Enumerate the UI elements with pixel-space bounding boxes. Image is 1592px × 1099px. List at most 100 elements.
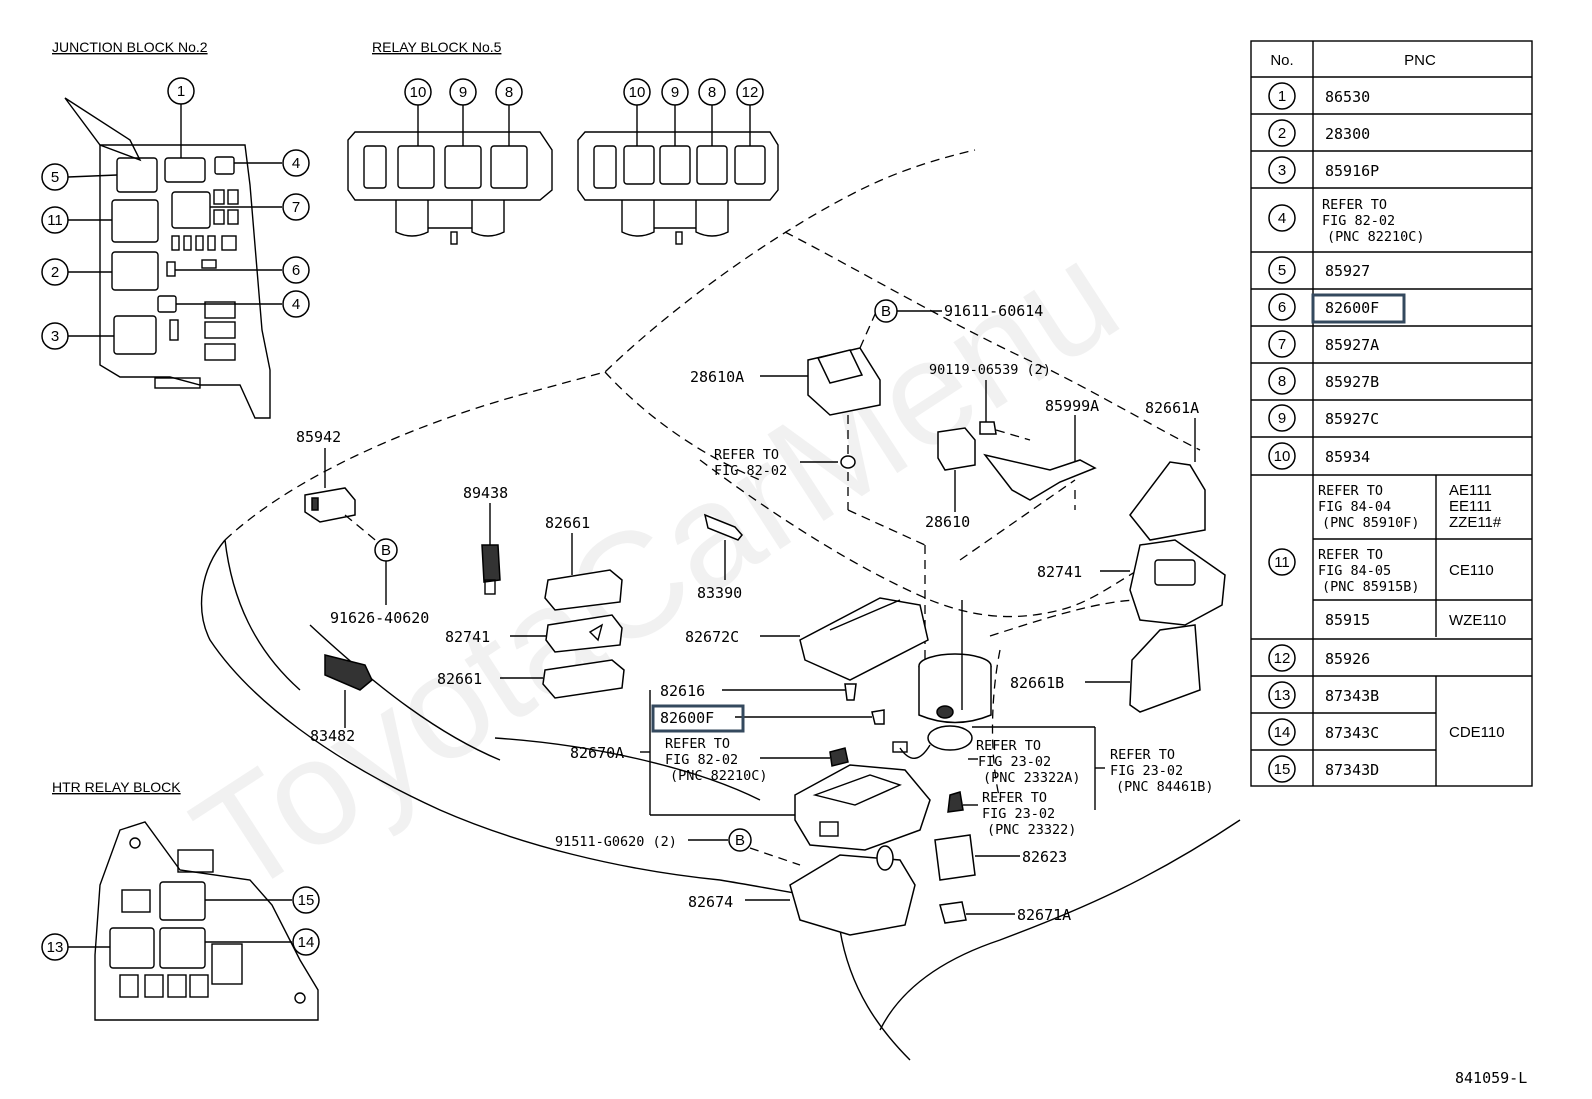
callout-b-left: B: [374, 538, 398, 562]
svg-text:REFER TO: REFER TO: [976, 738, 1041, 754]
relay-callout-9b: 9: [661, 78, 689, 106]
svg-text:85934: 85934: [1325, 448, 1370, 466]
svg-text:82600F: 82600F: [1325, 299, 1379, 317]
htr-relay-block-title: HTR RELAY BLOCK: [52, 779, 181, 795]
svg-text:(PNC 85915B): (PNC 85915B): [1322, 579, 1420, 595]
svg-text:5: 5: [51, 169, 59, 186]
svg-text:8: 8: [708, 84, 716, 101]
svg-text:B: B: [381, 542, 391, 559]
svg-text:10: 10: [410, 84, 427, 101]
callout-b-top: B: [874, 299, 898, 323]
label-82600F: 82600F: [660, 709, 714, 727]
svg-text:10: 10: [1274, 448, 1291, 465]
htr-callout-13: 13: [41, 933, 69, 961]
svg-text:REFER TO: REFER TO: [1318, 483, 1383, 499]
svg-text:85927A: 85927A: [1325, 336, 1379, 354]
sensor-89438: 89438: [463, 484, 508, 595]
svg-text:REFER TO: REFER TO: [714, 447, 779, 463]
svg-text:FIG 23-02: FIG 23-02: [982, 806, 1055, 822]
svg-text:REFER TO: REFER TO: [982, 790, 1047, 806]
callout-7: 7: [282, 193, 310, 221]
svg-text:85915: 85915: [1325, 611, 1370, 629]
svg-text:8: 8: [505, 84, 513, 101]
svg-text:12: 12: [1274, 650, 1291, 667]
svg-text:B: B: [735, 832, 745, 849]
label-85942: 85942: [296, 428, 341, 446]
label-82661B: 82661B: [1010, 674, 1064, 692]
svg-text:6: 6: [292, 262, 300, 279]
svg-text:13: 13: [47, 939, 64, 956]
label-28610: 28610: [925, 513, 970, 531]
svg-text:8: 8: [1278, 373, 1286, 390]
svg-text:FIG 23-02: FIG 23-02: [1110, 763, 1183, 779]
row-10: 10 85934: [1268, 442, 1370, 470]
svg-text:28300: 28300: [1325, 125, 1370, 143]
label-91611-60614: 91611-60614: [944, 302, 1043, 320]
svg-text:14: 14: [298, 934, 315, 951]
cover-82661A: 82661A: [1129, 399, 1206, 541]
label-90119-06539: 90119-06539 (2): [929, 362, 1051, 378]
svg-text:FIG 82-02: FIG 82-02: [714, 463, 787, 479]
row-2: 2 28300: [1268, 119, 1370, 147]
label-82623: 82623: [1022, 848, 1067, 866]
relay-block-title: RELAY BLOCK No.5: [372, 39, 502, 55]
relay-28610: 28610: [925, 427, 976, 531]
cover-82672C: 82672C: [685, 597, 929, 681]
label-82671A: 82671A: [1017, 906, 1071, 924]
callout-b-bottom: B: [728, 828, 752, 852]
relay-callout-10b: 10: [623, 78, 651, 106]
fuse-block-82741-right: 82741: [1037, 539, 1226, 626]
label-82661A: 82661A: [1145, 399, 1199, 417]
svg-text:11: 11: [1274, 554, 1290, 571]
htr-relay-block: HTR RELAY BLOCK 15 14 13: [41, 779, 320, 1021]
svg-text:REFER TO: REFER TO: [1110, 747, 1175, 763]
canister-assembly: [892, 600, 1105, 813]
model-cde110: CDE110: [1449, 724, 1505, 741]
relay-callout-10: 10: [404, 78, 432, 106]
callout-11: 11: [41, 206, 69, 234]
callout-2: 2: [41, 258, 69, 286]
label-82661-top: 82661: [545, 514, 590, 532]
refer-fig-82-02-lower: REFER TO FIG 82-02 (PNC 82210C): [665, 736, 768, 784]
refer-fig-23-02-a: REFER TO FIG 23-02 (PNC 23322A): [976, 738, 1081, 786]
svg-text:REFER TO: REFER TO: [665, 736, 730, 752]
cover-82661B: 82661B: [1010, 624, 1201, 713]
switch-85942: 85942: [296, 428, 386, 549]
svg-text:REFER TO: REFER TO: [1322, 197, 1387, 213]
svg-text:EE111: EE111: [1449, 498, 1492, 515]
highlight-82600F: [651, 704, 745, 733]
relay-82661-top: 82661: [544, 514, 623, 611]
svg-text:7: 7: [292, 199, 300, 216]
relay-82741-mid: 82741: [445, 614, 623, 653]
svg-text:15: 15: [1274, 761, 1291, 778]
svg-text:WZE110: WZE110: [1449, 612, 1506, 629]
clip-82671A: 82671A: [939, 901, 1071, 924]
svg-text:4: 4: [292, 155, 300, 172]
clip-82623: 82623: [934, 834, 1067, 881]
svg-text:FIG 23-02: FIG 23-02: [978, 754, 1051, 770]
svg-text:2: 2: [51, 264, 59, 281]
label-91511-G0620: 91511-G0620 (2): [555, 834, 677, 850]
svg-text:87343B: 87343B: [1325, 687, 1379, 705]
svg-text:CE110: CE110: [1449, 562, 1494, 579]
svg-text:AE111: AE111: [1449, 482, 1492, 499]
callout-6: 6: [282, 256, 310, 284]
callout-4b: 4: [282, 290, 310, 318]
svg-text:11: 11: [47, 212, 63, 229]
htr-callout-14: 14: [292, 928, 320, 956]
relay-callout-8b: 8: [698, 78, 726, 106]
svg-text:(PNC 85910F): (PNC 85910F): [1322, 515, 1420, 531]
svg-text:2: 2: [1278, 125, 1286, 142]
relay-callout-12: 12: [736, 78, 764, 106]
row-4: 4 REFER TO FIG 82-02 (PNC 82210C): [1268, 197, 1425, 245]
svg-text:1: 1: [177, 83, 185, 100]
fuse-box-82670A: [794, 764, 931, 851]
svg-text:(PNC 84461B): (PNC 84461B): [1116, 779, 1214, 795]
svg-text:(PNC 23322A): (PNC 23322A): [983, 770, 1081, 786]
label-89438: 89438: [463, 484, 508, 502]
